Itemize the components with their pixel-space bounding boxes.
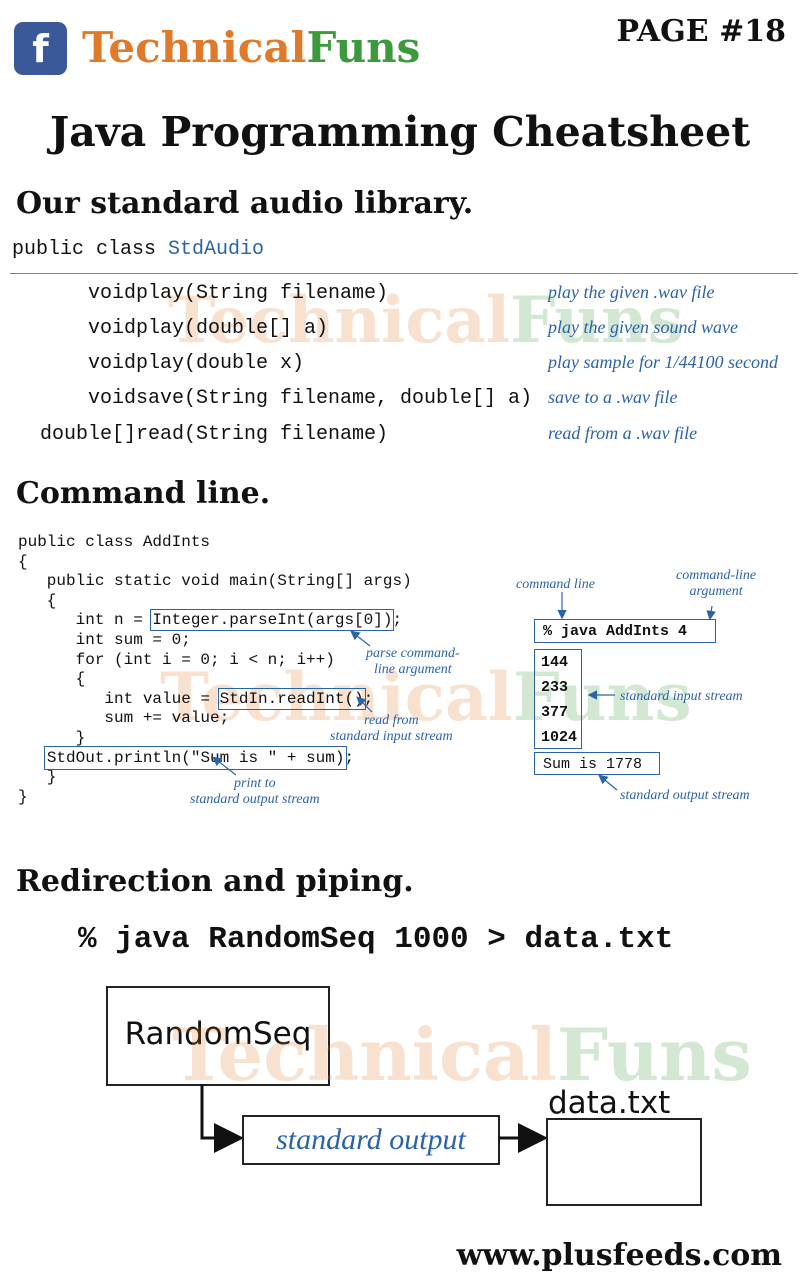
api-return-type: void (87, 352, 136, 375)
redirect-arrows (200, 1084, 548, 1153)
program-box-label: RandomSeq (124, 1016, 312, 1052)
api-return-type: double[] (39, 423, 136, 446)
code-parseint-call: Integer.parseInt(args[0]) (150, 609, 395, 632)
api-row: void play(double x) play sample for 1/44… (0, 352, 800, 382)
arrow-parse-argument (350, 630, 371, 647)
api-description: play sample for 1/44100 second (548, 352, 778, 372)
annotation-arrows (212, 592, 716, 791)
api-row: void play(double[] a) play the given sou… (0, 317, 800, 347)
code-line: public class AddInts (18, 533, 211, 551)
api-signature: play(double x) (136, 352, 305, 375)
terminal-input-box: 144 233 377 1024 (534, 649, 582, 749)
redirect-command: % java RandomSeq 1000 > data.txt (78, 922, 674, 957)
brand-part-funs: Funs (306, 23, 421, 72)
api-signature: read(String filename) (136, 423, 389, 446)
page-number: PAGE #18 (616, 14, 786, 49)
code-line: { (18, 591, 57, 610)
api-signature: play(String filename) (136, 282, 389, 305)
code-line: public static void main(String[] args) (18, 572, 412, 591)
code-line: for (int i = 0; i < n; i++) (18, 650, 335, 669)
program-box: RandomSeq (106, 986, 330, 1086)
class-name: StdAudio (168, 238, 265, 261)
section-heading-command-line: Command line. (16, 476, 271, 511)
code-readint-call: StdIn.readInt() (217, 687, 366, 710)
arrow-print-output (212, 756, 237, 776)
standard-output-label: standard output (276, 1123, 466, 1156)
code-line: { (18, 552, 28, 571)
code-line: { (18, 670, 86, 689)
annotation-read-input: read from standard input stream (330, 713, 453, 744)
arrow-standard-output (598, 774, 618, 791)
api-description: play the given .wav file (548, 282, 715, 302)
annotation-standard-output: standard output stream (620, 788, 750, 803)
code-line: } (18, 728, 86, 747)
standard-output-box: standard output (242, 1115, 500, 1165)
code-line: } (18, 768, 57, 787)
api-row: double[] read(String filename) read from… (0, 423, 800, 453)
api-signature: play(double[] a) (136, 317, 329, 340)
api-description: save to a .wav file (548, 387, 678, 407)
terminal-input-value: 1024 (541, 729, 578, 746)
terminal-input-value: 233 (541, 679, 569, 696)
api-signature: save(String filename, double[] a) (136, 387, 533, 410)
code-line: ; (392, 611, 403, 630)
annotation-command-line-argument: command-line argument (676, 568, 757, 599)
facebook-f-glyph: f (32, 26, 49, 71)
code-line: ; (344, 748, 355, 767)
code-line: sum += value; (18, 709, 230, 728)
annotation-parse-argument: parse command- line argument (366, 646, 460, 677)
api-row: void play(String filename) play the give… (0, 282, 800, 312)
facebook-icon: f (14, 22, 67, 75)
terminal-input-value: 144 (541, 654, 569, 671)
terminal-command-box: % java AddInts 4 (534, 619, 716, 643)
footer-url: www.plusfeeds.com (456, 1238, 782, 1273)
code-println-call: StdOut.println("Sum is " + sum) (43, 745, 348, 770)
code-line: ; (363, 689, 374, 708)
annotation-command-line: command line (516, 577, 595, 592)
api-description: read from a .wav file (548, 423, 698, 443)
api-divider (10, 273, 798, 274)
terminal-output-box: Sum is 1778 (534, 752, 660, 775)
code-line: int value = (18, 689, 220, 708)
class-declaration: public class StdAudio (12, 238, 264, 261)
class-decl-prefix: public class (12, 238, 169, 261)
arrow-read-input (356, 696, 373, 713)
file-label: data.txt (548, 1085, 671, 1121)
code-line: } (18, 787, 28, 806)
page-title: Java Programming Cheatsheet (49, 108, 751, 156)
brand-logo: TechnicalFuns (82, 20, 420, 76)
annotation-standard-input: standard input stream (620, 689, 743, 704)
api-return-type: void (87, 387, 136, 410)
section-heading-audio: Our standard audio library. (16, 186, 474, 221)
brand-part-technical: Technical (82, 23, 307, 72)
addints-code: public class AddInts { public static voi… (18, 533, 412, 807)
code-line: int n = (18, 611, 153, 630)
api-return-type: void (87, 282, 136, 305)
terminal-input-value: 377 (541, 704, 569, 721)
api-return-type: void (87, 317, 136, 340)
section-heading-redirection: Redirection and piping. (16, 864, 414, 899)
api-description: play the given sound wave (548, 317, 738, 337)
file-box (546, 1118, 702, 1206)
annotation-print-output: print to standard output stream (190, 776, 320, 807)
code-line: int sum = 0; (18, 630, 191, 649)
api-row: void save(String filename, double[] a) s… (0, 387, 800, 417)
arrow-program-to-stdout (200, 1084, 244, 1153)
arrow-command-line-argument (706, 605, 716, 621)
